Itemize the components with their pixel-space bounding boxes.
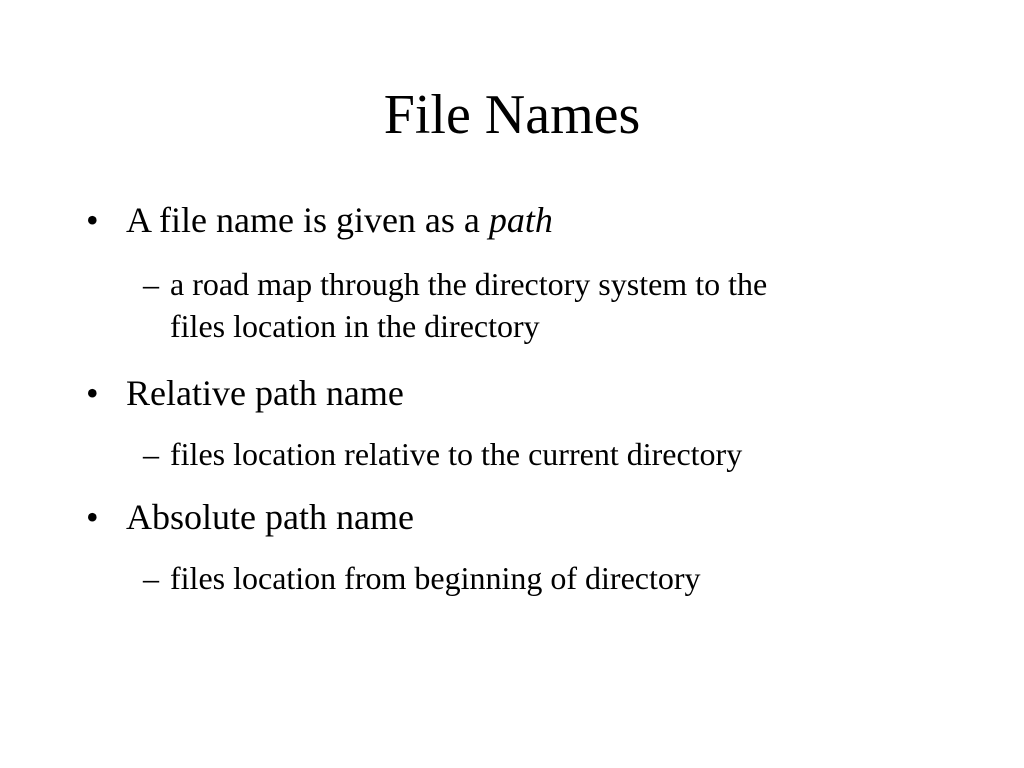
sub-bullet-line: files location in the directory — [170, 308, 540, 344]
bullet-text: Absolute path name — [126, 497, 414, 537]
sub-bullet-text: a road map through the directory system … — [170, 263, 940, 347]
dash-icon: – — [143, 560, 159, 596]
dash-icon: – — [143, 266, 159, 302]
slide-title: File Names — [383, 84, 641, 146]
sub-bullet-text: files location relative to the current d… — [170, 436, 743, 472]
bullet-text: Relative path name — [126, 373, 404, 413]
bullet-emphasis: path — [488, 200, 553, 240]
bullet-text: A file name is given as a path — [126, 198, 553, 242]
sub-bullet-line: a road map through the directory system … — [170, 266, 768, 302]
bullet-icon: • — [86, 200, 99, 240]
bullet-icon: • — [86, 373, 99, 413]
sub-bullet-text: files location from beginning of directo… — [170, 560, 701, 596]
dash-icon: – — [143, 436, 159, 472]
bullet-label: A file name is given as a — [126, 200, 489, 240]
bullet-icon: • — [86, 497, 99, 537]
